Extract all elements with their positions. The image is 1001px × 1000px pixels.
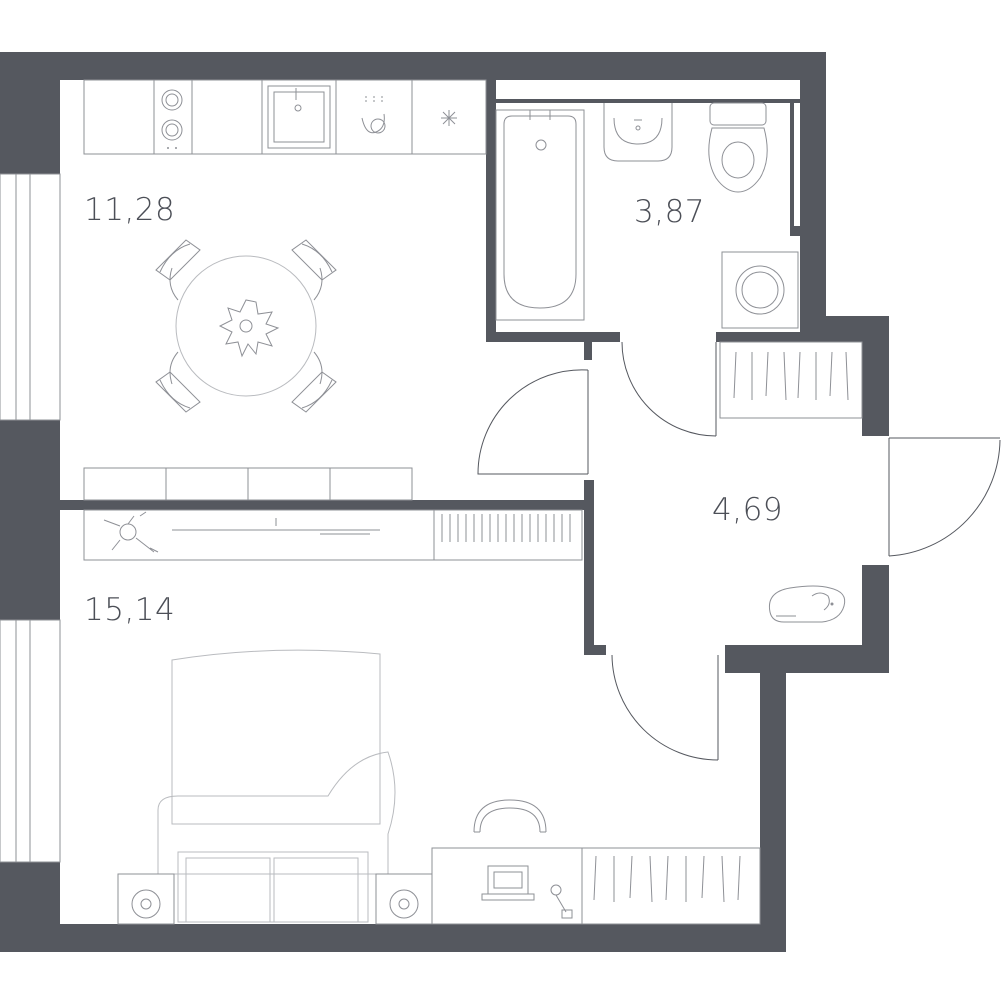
bedroom-wardrobe [581,847,761,925]
windows [0,173,61,863]
chair-bottom-right [291,351,337,413]
bedroom-shelf [433,509,583,561]
desk-lamp-icon [550,884,573,919]
exterior-walls [0,52,889,952]
sink-icon [267,85,331,149]
hallway-wardrobe [719,341,863,419]
chairs [155,239,337,413]
laptop-icon [481,865,535,901]
chair-top-left [155,239,201,301]
bed [157,649,396,923]
area-label-bathroom: 3,87 [634,194,705,230]
area-label-bedroom: 15,14 [84,592,175,628]
dishwasher-icon [361,96,386,134]
fridge-icon [441,110,457,126]
tv-unit [83,509,435,561]
toilet [708,102,768,193]
flowers-icon [103,511,159,553]
kitchen-low-cabinet [83,467,413,501]
interior-walls [60,80,802,655]
area-label-kitchen: 11,28 [84,192,175,228]
chair-bottom-left [155,351,201,413]
washing-machine [721,251,799,329]
plant-icon [218,299,280,358]
desk-chair [473,799,547,833]
dog-icon [768,585,846,623]
nightstand-fans [117,873,433,925]
dining-table [175,255,317,397]
kitchen-counter [83,79,487,155]
washbasin [603,103,673,162]
bathtub [495,109,585,321]
area-label-hallway: 4,69 [712,492,783,528]
doors [477,341,1001,761]
stove-icon [161,89,183,149]
chair-top-right [291,239,337,301]
